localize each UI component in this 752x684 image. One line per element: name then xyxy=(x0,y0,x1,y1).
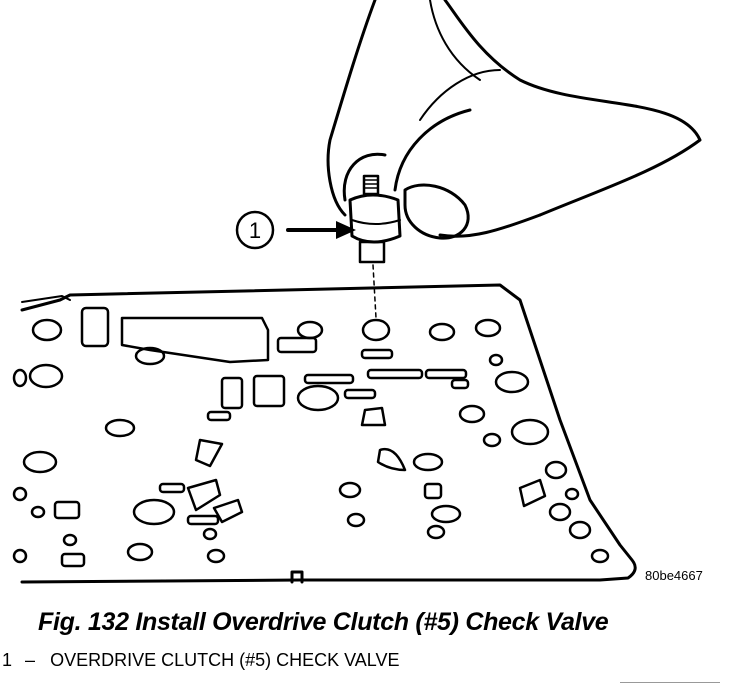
callout-number: 1 xyxy=(249,218,261,243)
figure-illustration: 1 80be4667 xyxy=(12,0,703,584)
legend-item-label: OVERDRIVE CLUTCH (#5) CHECK VALVE xyxy=(50,650,400,670)
valve-body-drawing: 1 80be4667 xyxy=(12,0,703,584)
legend: 1 – OVERDRIVE CLUTCH (#5) CHECK VALVE xyxy=(2,650,399,671)
legend-item-separator: – xyxy=(25,650,36,670)
image-code: 80be4667 xyxy=(645,568,703,583)
plate-outline xyxy=(20,283,637,584)
plate-passages xyxy=(12,306,610,584)
footer-rule xyxy=(620,682,720,683)
figure-caption: Fig. 132 Install Overdrive Clutch (#5) C… xyxy=(38,608,609,636)
check-valve-drawing xyxy=(348,174,402,264)
legend-item: 1 – OVERDRIVE CLUTCH (#5) CHECK VALVE xyxy=(2,650,399,671)
hand-drawing xyxy=(326,0,702,240)
legend-item-number: 1 xyxy=(2,650,13,670)
